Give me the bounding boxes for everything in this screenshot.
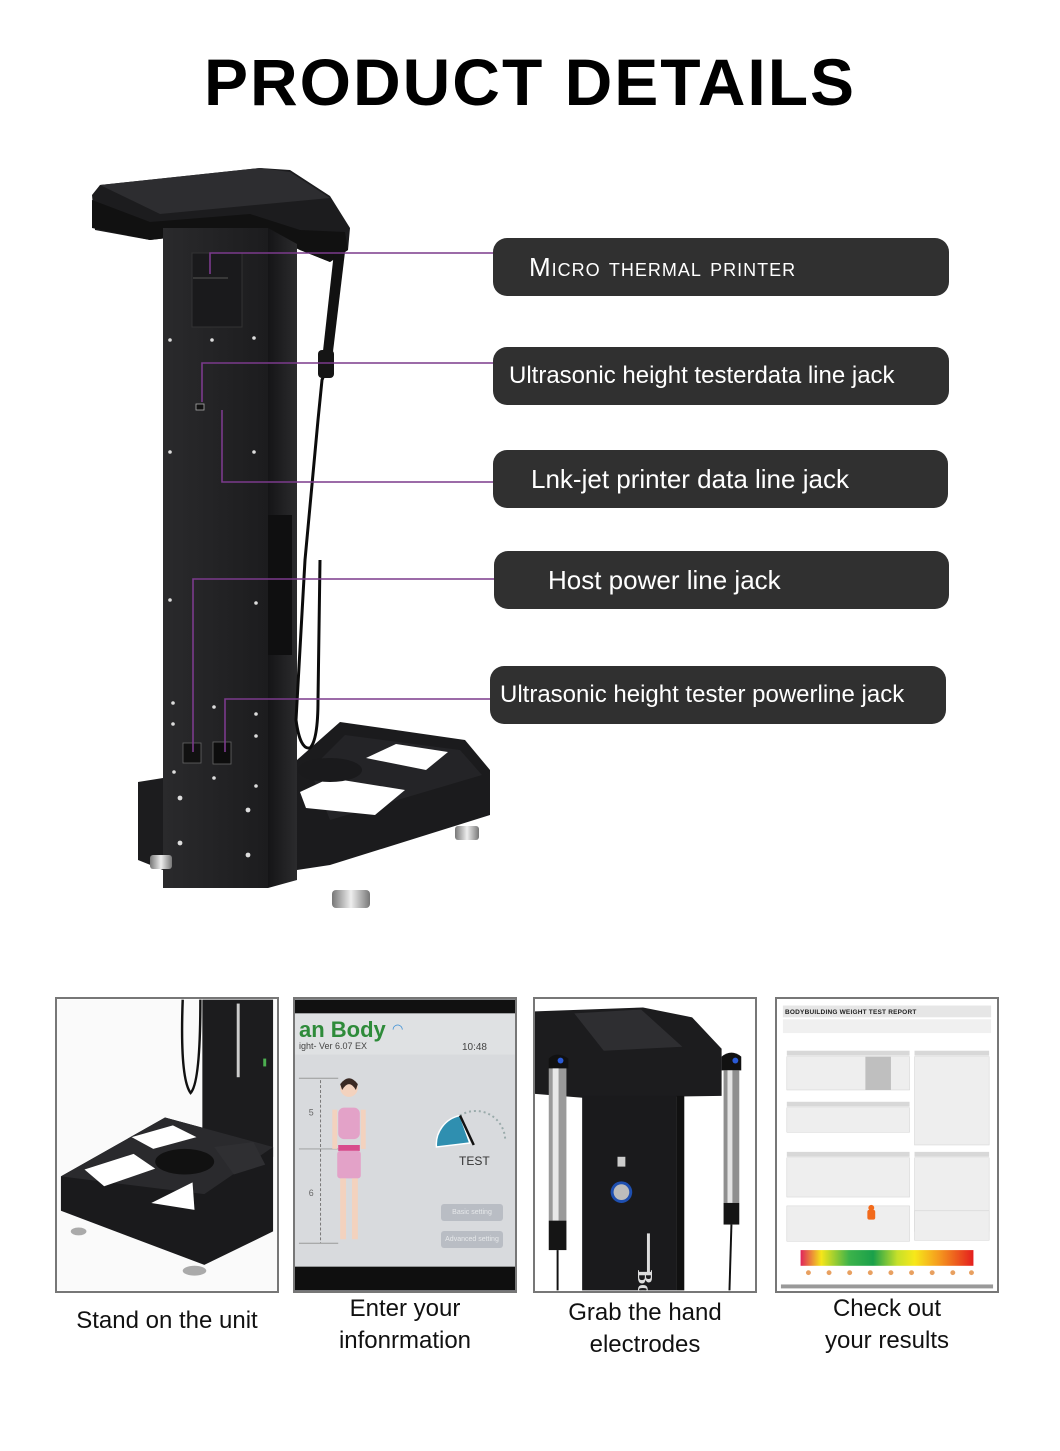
step-image-hand-electrodes: Bo <box>533 997 757 1293</box>
caption-line-1: Check out <box>832 1295 942 1322</box>
caption-line-1: Enter your <box>349 1295 461 1322</box>
step-stand-on-unit: Stand on the unit <box>55 997 279 1334</box>
caption-line-1: Grab the hand <box>568 1299 722 1326</box>
svg-text:Bo: Bo <box>633 1270 657 1291</box>
caption-line-2: infonrmation <box>338 1327 472 1354</box>
step-check-results: BODYBUILDING WEIGHT TEST REPORT Check ou… <box>775 997 999 1354</box>
callout-label: Lnk-jet printer data line jack <box>531 463 849 494</box>
step-image-test-report: BODYBUILDING WEIGHT TEST REPORT <box>775 997 999 1293</box>
svg-text:5: 5 <box>309 1108 314 1118</box>
callout-label: Micro thermal printer <box>529 251 797 282</box>
callout-inkjet-printer-data-jack: Lnk-jet printer data line jack <box>493 450 948 508</box>
screen-time: 10:48 <box>461 1042 487 1053</box>
step-caption: Check out your results <box>755 1293 1019 1357</box>
step-caption: Enter your infonrmation <box>273 1293 537 1357</box>
page-title: PRODUCT DETAILS <box>203 45 857 119</box>
gauge-label: TEST <box>459 1154 490 1168</box>
caption-line-2: your results <box>824 1327 950 1354</box>
step-image-platform <box>55 997 279 1293</box>
report-title: BODYBUILDING WEIGHT TEST REPORT <box>785 1009 917 1016</box>
step-enter-information: 5 6 an Body ight- Ver 6.07 EX 10:48 ◠ TE… <box>293 997 517 1354</box>
callout-host-power-jack: Host power line jack <box>494 551 949 609</box>
step-caption: Stand on the unit <box>76 1307 258 1334</box>
callout-height-tester-data-jack: Ultrasonic height testerdata line jack <box>493 347 949 405</box>
callout-label: Host power line jack <box>548 564 781 595</box>
step-grab-electrodes: Bo Grab the hand electrodes <box>533 997 757 1358</box>
callout-label: Ultrasonic height testerdata line jack <box>509 362 895 389</box>
callout-micro-thermal-printer: Micro thermal printer <box>493 238 949 296</box>
callout-label: Ultrasonic height tester powerline jack <box>500 681 905 708</box>
wifi-icon: ◠ <box>392 1021 404 1036</box>
step-caption: Grab the hand electrodes <box>513 1297 777 1361</box>
advanced-setting-button: Advanced setting <box>441 1231 503 1248</box>
svg-text:6: 6 <box>309 1188 314 1198</box>
caption-line-2: electrodes <box>589 1331 701 1358</box>
screen-version: ight- Ver 6.07 EX <box>299 1041 368 1051</box>
callout-height-tester-power-jack: Ultrasonic height tester powerline jack <box>490 666 946 724</box>
body-composition-analyzer-image <box>0 150 520 930</box>
screen-title: an Body <box>299 1017 386 1042</box>
step-image-touchscreen: 5 6 an Body ight- Ver 6.07 EX 10:48 ◠ TE… <box>293 997 517 1293</box>
basic-setting-button: Basic setting <box>441 1204 503 1221</box>
